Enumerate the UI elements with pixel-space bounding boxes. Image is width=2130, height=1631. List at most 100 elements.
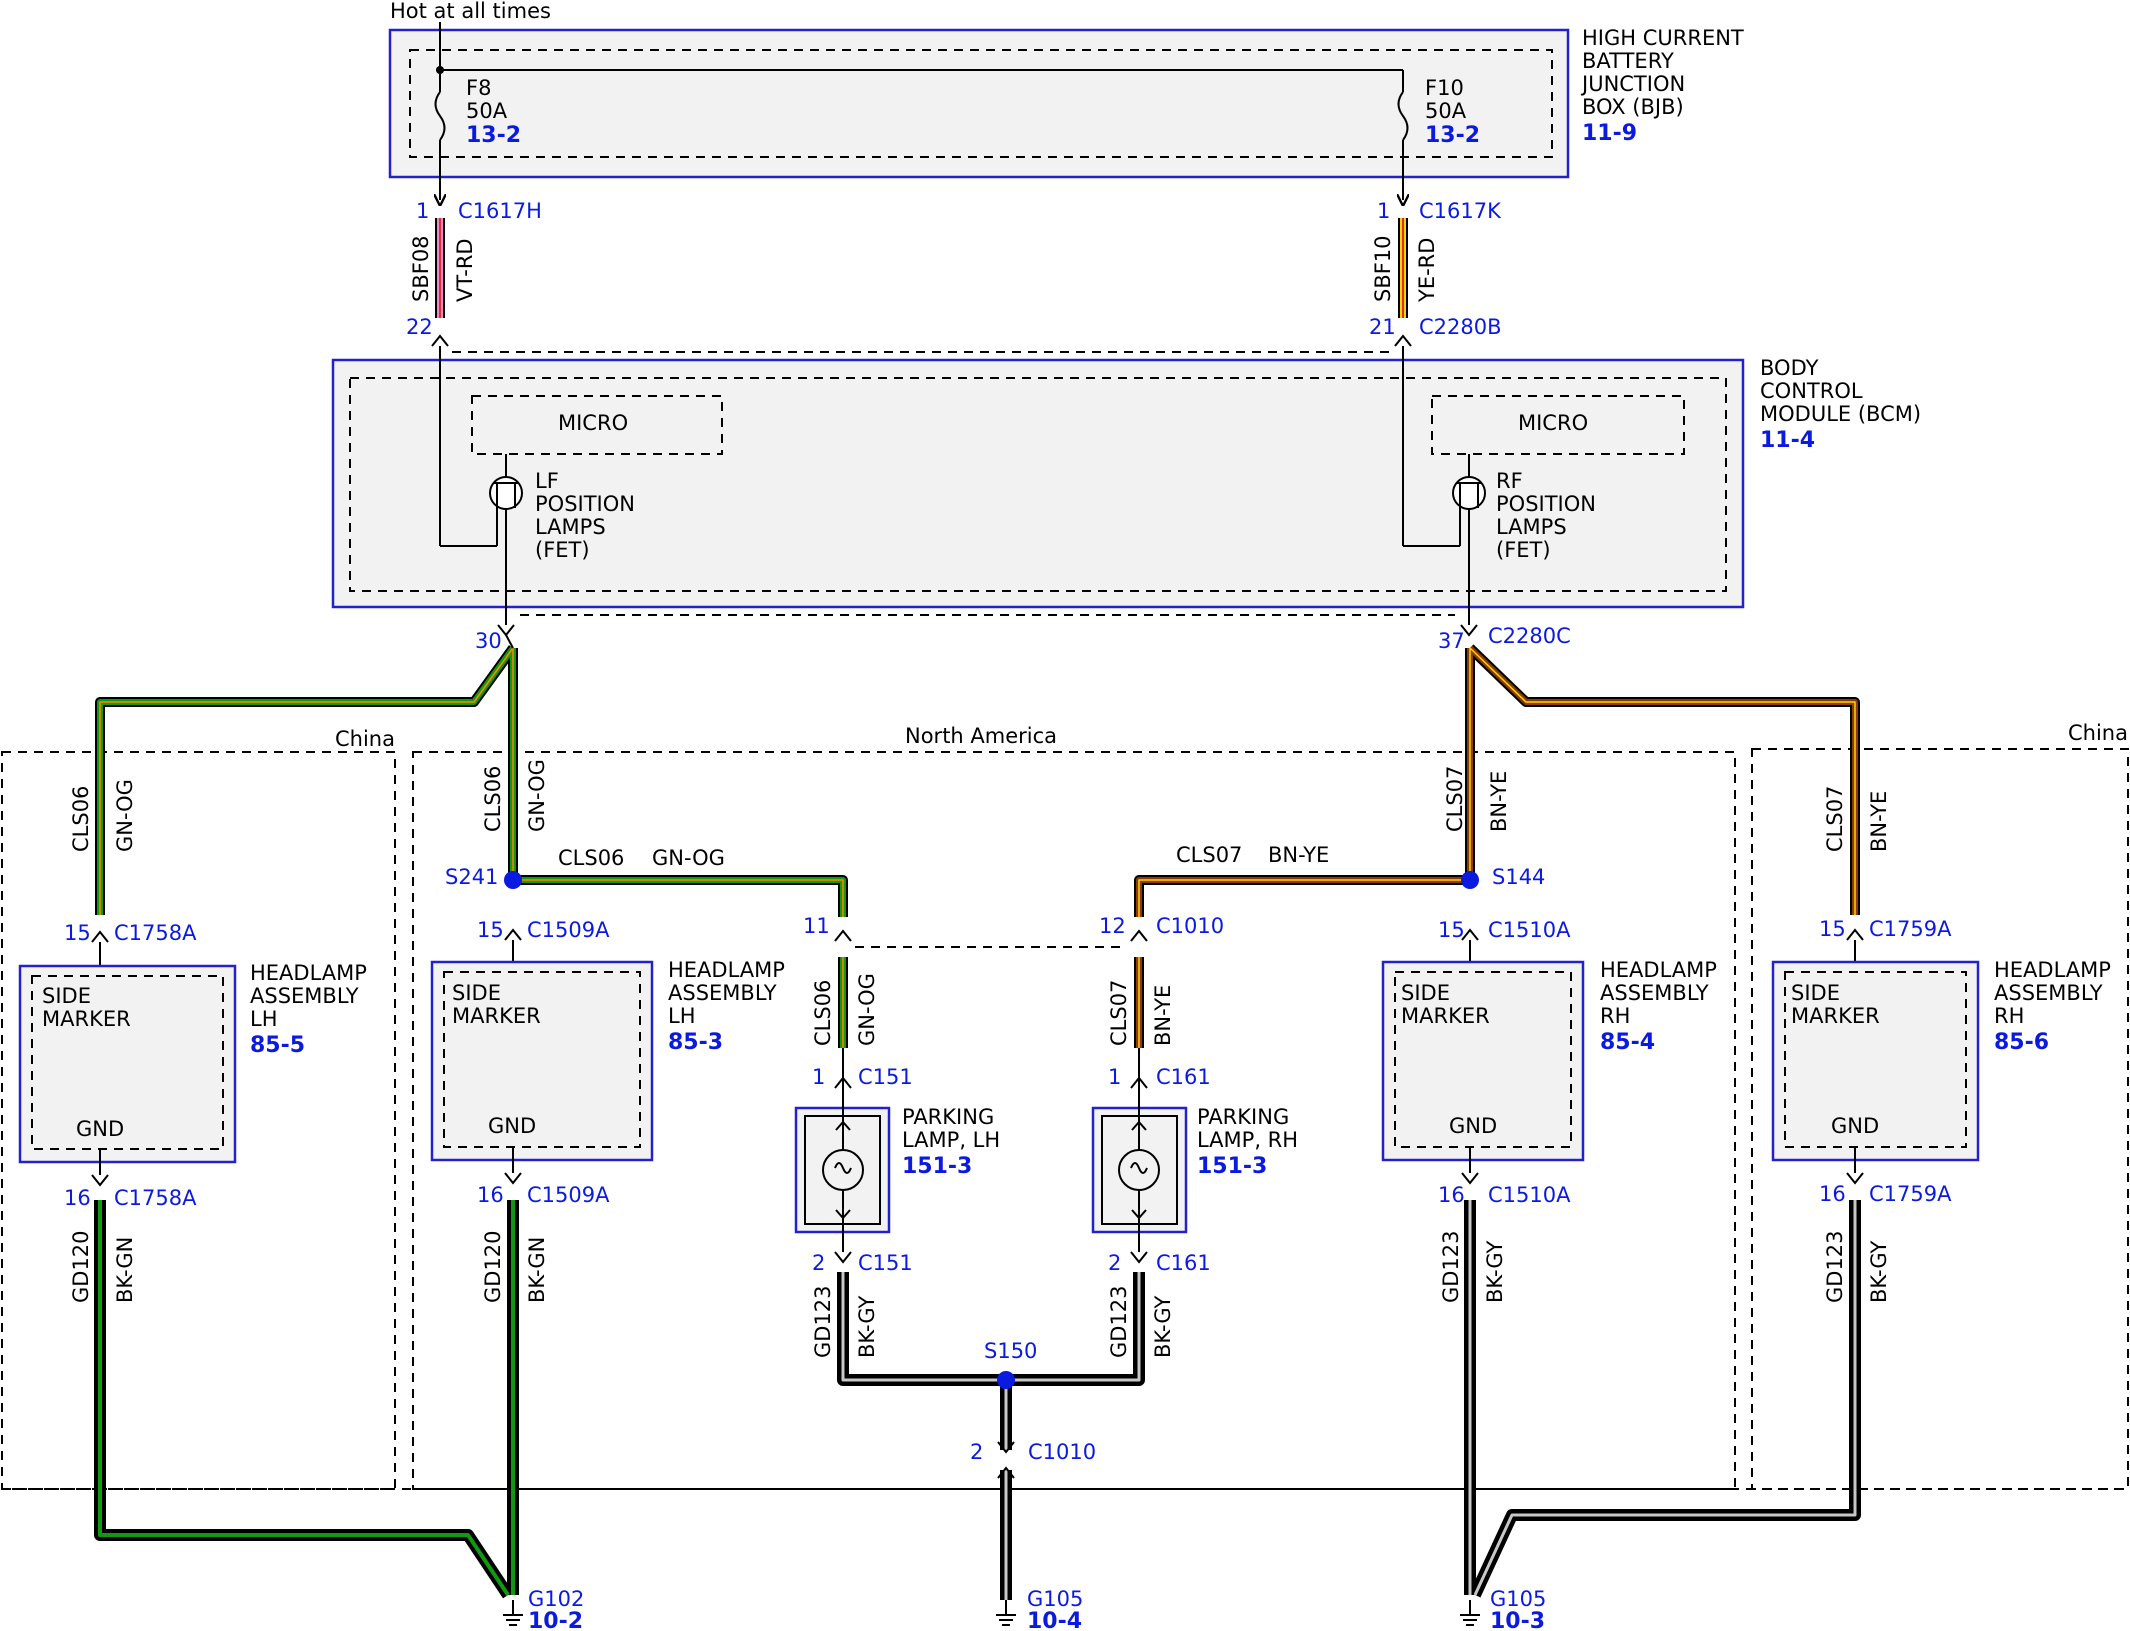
svg-text:F10: F10 <box>1425 76 1464 100</box>
svg-text:C1510A: C1510A <box>1488 1183 1571 1207</box>
c1010-top-arrows <box>834 929 1148 942</box>
svg-text:PARKING: PARKING <box>902 1105 994 1129</box>
c1010-bottom-label: C1010 <box>1028 1440 1096 1464</box>
bjb-outline <box>388 28 1570 179</box>
gd123-rh-circuit: GD123 <box>1439 1230 1463 1303</box>
c1010-label: C1010 <box>1156 914 1224 938</box>
china-left-region <box>1 751 396 1490</box>
svg-text:JUNCTION: JUNCTION <box>1580 72 1685 96</box>
svg-text:GND: GND <box>488 1114 536 1138</box>
gd120-china-circuit: GD120 <box>69 1230 93 1303</box>
bjb-title: HIGH CURRENT BATTERY JUNCTION BOX (BJB) … <box>1580 26 1744 146</box>
gd120-china-color: BK-GN <box>113 1237 137 1303</box>
svg-text:LAMP, RH: LAMP, RH <box>1197 1128 1298 1152</box>
ground-g102: G102 10-2 <box>503 1587 584 1631</box>
c1617k-label: C1617K <box>1419 199 1502 223</box>
svg-text:2: 2 <box>1108 1251 1121 1275</box>
fet-lf-icon <box>489 476 523 510</box>
wire-sbf08 <box>435 218 445 318</box>
svg-text:GND: GND <box>1449 1114 1497 1138</box>
c1617k-pin: 1 <box>1377 199 1390 223</box>
svg-text:MARKER: MARKER <box>452 1004 541 1028</box>
fuse-f10-icon <box>1397 91 1409 141</box>
cls06-park-color: GN-OG <box>855 973 879 1046</box>
bjb-bus <box>436 22 1408 200</box>
svg-text:15: 15 <box>1819 917 1846 941</box>
c2280b-arrows <box>431 334 1412 347</box>
fet-rf-icon <box>1452 476 1486 510</box>
ground-g105-right: G105 10-3 <box>1460 1587 1546 1631</box>
bcm-ref: 11-4 <box>1760 428 1815 453</box>
lf-fet-label: LF POSITION LAMPS (FET) <box>535 469 635 562</box>
svg-text:C1509A: C1509A <box>527 1183 610 1207</box>
ground-g105-mid-icon <box>996 1600 1016 1626</box>
gd123-china-color: BK-GY <box>1867 1240 1891 1303</box>
svg-text:16: 16 <box>1438 1183 1465 1207</box>
svg-text:1: 1 <box>812 1065 825 1089</box>
splice-s150-label: S150 <box>984 1339 1037 1363</box>
c2280c-pin-30: 30 <box>475 629 502 653</box>
cls06-china-circuit: CLS06 <box>69 786 93 852</box>
svg-text:LH: LH <box>668 1004 696 1028</box>
svg-text:BODY: BODY <box>1760 356 1819 380</box>
cls06-na-circuit: CLS06 <box>481 766 505 832</box>
svg-text:85-5: 85-5 <box>250 1033 305 1058</box>
svg-text:ASSEMBLY: ASSEMBLY <box>1600 981 1709 1005</box>
c2280c-left-stub <box>505 634 514 649</box>
bcm-title: BODY CONTROL MODULE (BCM) 11-4 <box>1760 356 1921 453</box>
svg-text:10-2: 10-2 <box>528 1609 583 1631</box>
svg-text:SIDE: SIDE <box>42 984 91 1008</box>
svg-text:1: 1 <box>1108 1065 1121 1089</box>
svg-text:ASSEMBLY: ASSEMBLY <box>668 981 777 1005</box>
svg-text:16: 16 <box>1819 1182 1846 1206</box>
svg-text:POSITION: POSITION <box>1496 492 1596 516</box>
c1010-bottom-connector <box>997 1441 1015 1479</box>
svg-text:2: 2 <box>812 1251 825 1275</box>
c2280c-label: C2280C <box>1488 624 1571 648</box>
cls06-h-circuit: CLS06 <box>558 846 624 870</box>
svg-text:SIDE: SIDE <box>1401 981 1450 1005</box>
splice-s241-label: S241 <box>445 865 498 889</box>
cls07-h-circuit: CLS07 <box>1176 843 1242 867</box>
wire-gd123 <box>837 1200 1861 1600</box>
micro-right <box>1431 395 1685 455</box>
svg-text:C1509A: C1509A <box>527 918 610 942</box>
svg-text:10-4: 10-4 <box>1027 1609 1082 1631</box>
svg-text:LH: LH <box>250 1007 278 1031</box>
svg-text:C161: C161 <box>1156 1251 1211 1275</box>
cls06-na-color: GN-OG <box>525 759 549 832</box>
svg-text:G102: G102 <box>528 1587 584 1611</box>
svg-text:RH: RH <box>1994 1004 2024 1028</box>
svg-text:HEADLAMP: HEADLAMP <box>1600 958 1717 982</box>
svg-text:ASSEMBLY: ASSEMBLY <box>250 984 359 1008</box>
splice-s241 <box>504 871 522 889</box>
svg-text:C161: C161 <box>1156 1065 1211 1089</box>
micro-left <box>471 395 723 455</box>
svg-text:CONTROL: CONTROL <box>1760 379 1863 403</box>
svg-text:13-2: 13-2 <box>466 123 521 148</box>
svg-text:151-3: 151-3 <box>902 1154 972 1179</box>
gd123-pr-color: BK-GY <box>1151 1295 1175 1358</box>
ground-g105-mid: G105 10-4 <box>996 1587 1083 1631</box>
bulb-rh-icon <box>1118 1088 1160 1252</box>
svg-text:C1758A: C1758A <box>114 921 197 945</box>
svg-text:C151: C151 <box>858 1065 913 1089</box>
sbf08-circuit: SBF08 <box>409 235 433 302</box>
c2280b-pin-22: 22 <box>406 315 433 339</box>
svg-text:GND: GND <box>76 1117 124 1141</box>
cls06-china-color: GN-OG <box>113 779 137 852</box>
svg-text:LAMP, LH: LAMP, LH <box>902 1128 1000 1152</box>
cls07-park-circuit: CLS07 <box>1107 980 1131 1046</box>
headlamp-rh-china: 15 C1759A SIDE MARKER GND HEADLAMP ASSEM… <box>1771 917 2111 1206</box>
svg-text:50A: 50A <box>466 99 508 123</box>
c2280c-pin-37: 37 <box>1438 629 1465 653</box>
region-label-china-left: China <box>335 727 395 751</box>
bulb-lh-icon <box>822 1088 864 1252</box>
gd123-pl-circuit: GD123 <box>811 1285 835 1358</box>
svg-text:C1510A: C1510A <box>1488 918 1571 942</box>
cls07-park-color: BN-YE <box>1151 985 1175 1046</box>
bjb-ref: 11-9 <box>1582 121 1637 146</box>
svg-text:C1758A: C1758A <box>114 1186 197 1210</box>
svg-text:BOX (BJB): BOX (BJB) <box>1582 95 1684 119</box>
